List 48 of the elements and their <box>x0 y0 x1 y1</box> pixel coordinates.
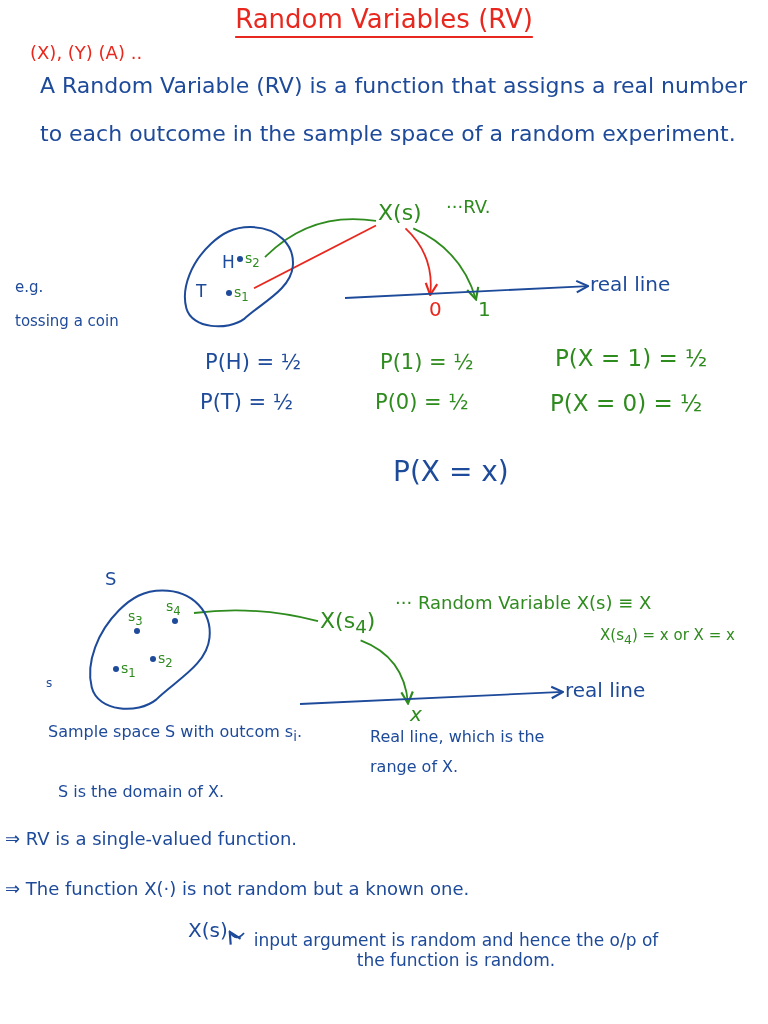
arrow <box>228 930 245 946</box>
arrow <box>404 227 438 297</box>
number-line-arrow <box>344 279 590 299</box>
equation-text: P(0) = ½ <box>375 390 469 416</box>
function-label: X(s$_{4}$) <box>320 608 376 639</box>
note-text: input argument is random and hence the o/p of the function is random. <box>246 930 666 971</box>
note-text: ⇒ The function X(·) is not random but a known one. <box>5 878 470 900</box>
note-text: tossing a coin <box>15 312 119 330</box>
set-label: S <box>105 568 117 589</box>
note-text: (X), (Y) (A) .. <box>30 42 143 64</box>
title: Random Variables (RV) <box>234 4 534 36</box>
mapping-line <box>264 218 377 258</box>
value-label: x <box>410 702 422 726</box>
point-label: s$_{2}$ <box>245 250 260 270</box>
outcome-label: H <box>222 252 235 273</box>
equation-text: P(T) = ½ <box>200 390 294 416</box>
note-text: ···RV. <box>446 196 491 218</box>
function-label: X(s) <box>188 918 228 942</box>
note-text: S is the domain of X. <box>58 782 224 802</box>
number-line-arrow <box>299 685 565 705</box>
definition-text: A Random Variable (RV) is a function that assigns a real number to each outcome in the sample space of a random experiment. <box>40 72 748 148</box>
point-label: s$_{1}$ <box>234 284 249 304</box>
note-text: Sample space S with outcom s$_{i}$. <box>48 722 302 746</box>
point-label: s$_{1}$ <box>121 660 136 680</box>
mapping-line <box>253 224 377 290</box>
note-text: e.g. <box>15 278 44 296</box>
equation-text: P(X = 0) = ½ <box>550 390 703 418</box>
axis-label: real line <box>590 272 671 296</box>
note-text: Real line, which is the range of X. <box>370 726 546 778</box>
point-label: s$_{3}$ <box>128 608 143 628</box>
axis-label: real line <box>565 678 646 702</box>
equation-text: P(1) = ½ <box>380 350 474 376</box>
equation-text: P(H) = ½ <box>205 350 302 376</box>
value-label: 1 <box>478 297 491 321</box>
equation-text: P(X = x) <box>393 455 509 489</box>
note-text: s <box>46 676 53 691</box>
equation-text: P(X = 1) = ½ <box>555 345 708 373</box>
outcome-label: T <box>196 281 207 302</box>
mapping-line <box>193 609 319 623</box>
note-text: X(s$_{4}$) = x or X = x <box>600 626 735 647</box>
point-label: s$_{4}$ <box>166 598 181 618</box>
arrow <box>412 227 479 301</box>
note-text: ··· Random Variable X(s) ≡ X <box>395 592 652 614</box>
value-label: 0 <box>429 297 442 321</box>
arrow <box>359 639 414 705</box>
function-label: X(s) <box>378 200 422 227</box>
point-label: s$_{2}$ <box>158 650 173 670</box>
note-text: ⇒ RV is a single-valued function. <box>5 828 298 850</box>
